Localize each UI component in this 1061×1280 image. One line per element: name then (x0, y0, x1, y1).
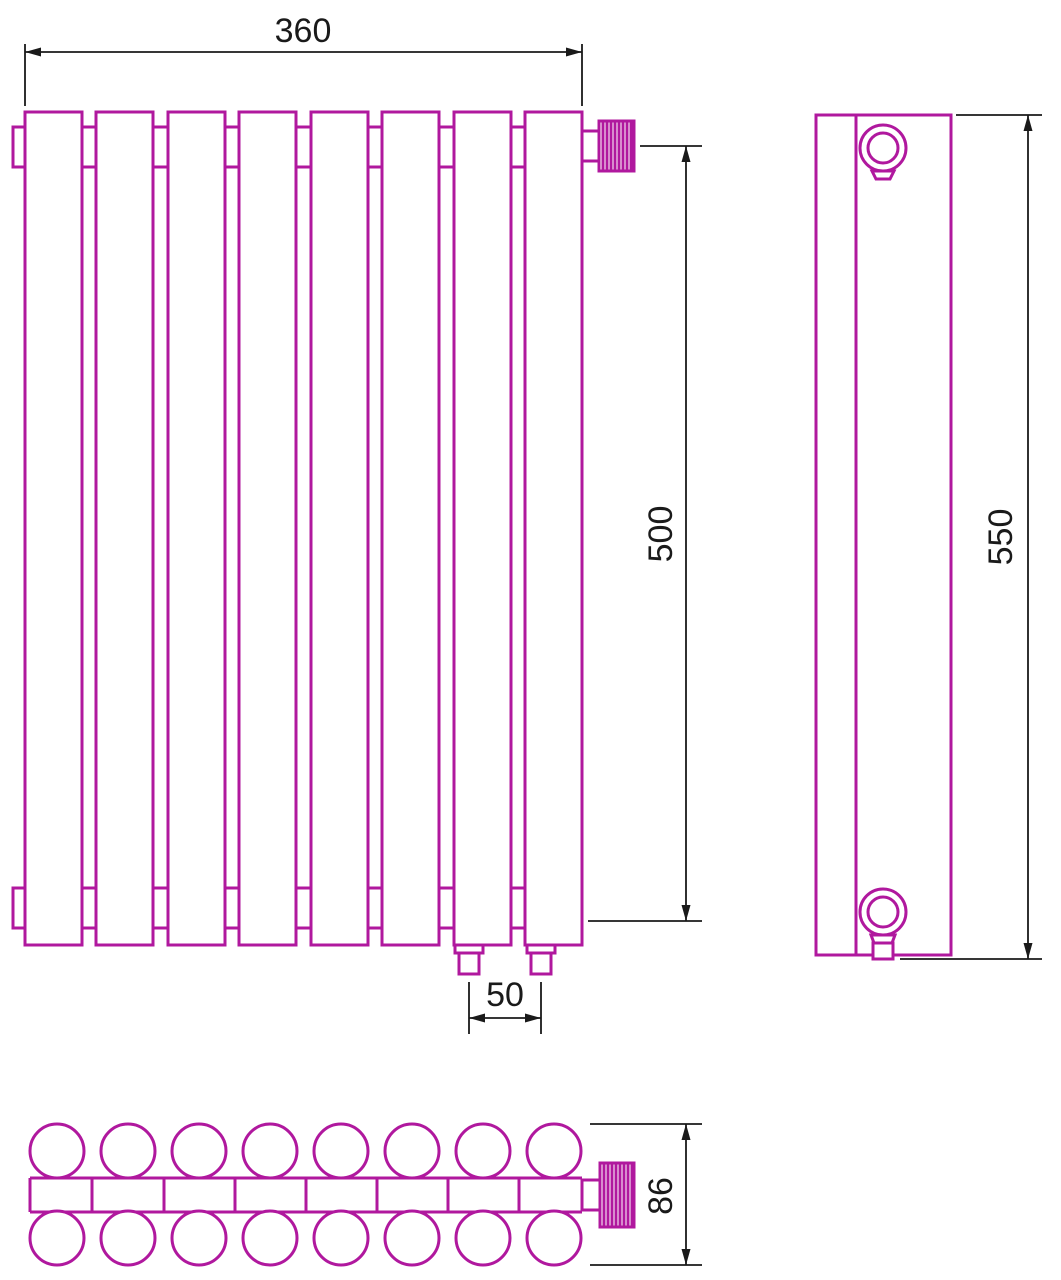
dimensions: 360 500 50 550 86 (24, 12, 1042, 1266)
dimension-height: 500 (588, 145, 702, 922)
depth-dimension-label: 86 (642, 1177, 680, 1215)
tube-circle (28, 1122, 86, 1180)
top-view (28, 1122, 636, 1267)
tube-circle (241, 1209, 299, 1267)
tube-circle (525, 1122, 583, 1180)
bottom-connections (453, 943, 557, 976)
radiator-sections (23, 110, 584, 947)
front-view (11, 110, 636, 976)
tube-circle (454, 1209, 512, 1267)
tube-circle (312, 1122, 370, 1180)
height-dimension-label: 500 (642, 506, 680, 563)
valve-knurling-top (602, 1163, 634, 1227)
tube-circle (99, 1209, 157, 1267)
tube-circle (28, 1209, 86, 1267)
pipe-neck (869, 169, 897, 181)
valve-knurling (601, 121, 633, 171)
dimension-connection-spacing: 50 (468, 976, 542, 1034)
tube-circle (383, 1209, 441, 1267)
top-pipe-connection (858, 123, 908, 181)
side-view (814, 113, 953, 961)
section-connectors (82, 125, 525, 930)
tube-circle (454, 1122, 512, 1180)
pipe-inner-ring (866, 131, 900, 165)
side-body (814, 113, 953, 957)
side-height-dimension-label: 550 (982, 509, 1020, 566)
dimension-depth: 86 (590, 1123, 702, 1266)
tube-circle (383, 1122, 441, 1180)
dimension-side-height: 550 (900, 114, 1042, 960)
extension-lines (468, 982, 542, 1034)
section-dividers (90, 1178, 521, 1212)
extension-lines (24, 44, 583, 106)
pipe-inner-ring (866, 895, 900, 929)
valve-collar (580, 129, 602, 163)
bottom-pipe-connection (858, 887, 908, 961)
wall-mount-tabs (11, 125, 25, 930)
spacing-dimension-label: 50 (486, 976, 524, 1014)
tube-circle (241, 1122, 299, 1180)
tube-circle (99, 1122, 157, 1180)
dimension-width: 360 (24, 12, 583, 106)
width-dimension-label: 360 (275, 12, 332, 50)
tube-circle (170, 1122, 228, 1180)
tube-circles (28, 1122, 583, 1267)
extension-lines (588, 145, 702, 922)
bottom-foot-fitting (868, 933, 898, 961)
valve-collar-top (580, 1178, 602, 1212)
tube-circle (170, 1209, 228, 1267)
tube-circle (525, 1209, 583, 1267)
tube-circle (312, 1209, 370, 1267)
